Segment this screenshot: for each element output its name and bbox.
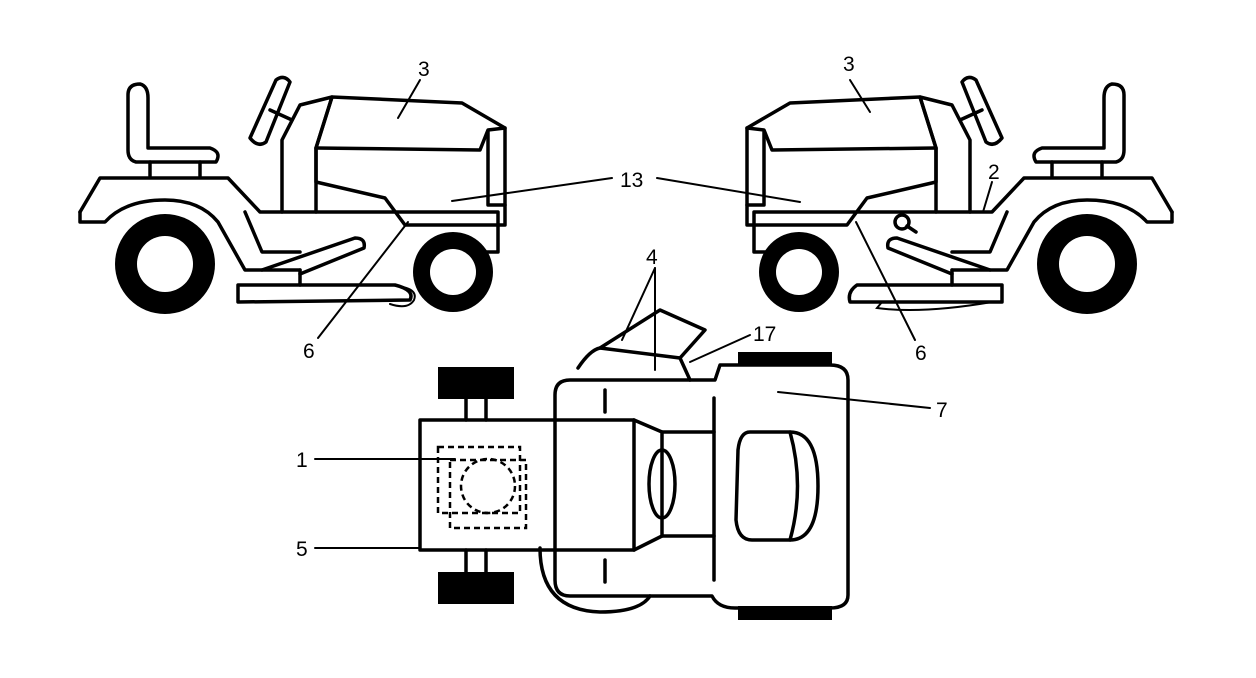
hood-crease-right	[745, 126, 938, 152]
fender-right	[950, 198, 1174, 272]
leader-4-a	[621, 267, 656, 341]
tractor-top-view	[418, 308, 850, 620]
rear-tire-top-1	[438, 367, 514, 399]
leader-3-left	[397, 79, 421, 119]
discharge-chute-top	[576, 308, 707, 382]
dashed-battery-box	[436, 445, 522, 515]
steering-wheel-left	[248, 75, 292, 146]
ignition-key-right	[893, 213, 911, 231]
ignition-key-stem-right	[905, 224, 918, 234]
grille-left	[486, 130, 507, 207]
label-6-left: 6	[303, 340, 315, 363]
label-7: 7	[936, 399, 948, 422]
label-13: 13	[620, 169, 643, 192]
hood-grille-top	[734, 430, 820, 542]
steering-wheel-right	[960, 75, 1004, 146]
seat-left	[126, 82, 220, 164]
lower-frame-right	[950, 210, 1009, 254]
front-tire-top-1	[738, 352, 832, 366]
deck-skirt-right	[875, 301, 993, 311]
leader-6-right	[855, 221, 916, 341]
body-frame-right	[752, 176, 1174, 254]
leader-13-left	[451, 177, 613, 202]
label-17: 17	[753, 323, 776, 346]
steering-column-right	[958, 108, 984, 122]
hood-right	[745, 95, 938, 227]
leader-2	[982, 181, 993, 213]
dashed-battery-box-2	[448, 458, 528, 530]
label-3-right: 3	[843, 53, 855, 76]
dashed-fuel-cap	[459, 457, 517, 515]
steering-wheel-top	[647, 448, 677, 520]
chute-base-top	[598, 346, 682, 360]
label-6-right: 6	[915, 342, 927, 365]
deck-outline-top	[538, 546, 652, 614]
hood-crease-left	[314, 126, 507, 152]
steering-column-left	[268, 108, 294, 122]
tractor-left-side-view	[78, 75, 507, 314]
rear-tire-top-2	[438, 572, 514, 604]
leader-7	[777, 391, 931, 409]
label-1: 1	[296, 449, 308, 472]
label-3-left: 3	[418, 58, 430, 81]
grille-right	[745, 130, 766, 207]
dash-tower-left	[280, 95, 334, 214]
rear-hub-left	[137, 236, 193, 292]
label-4: 4	[646, 246, 658, 269]
rear-hub-right	[1059, 236, 1115, 292]
fender-left	[78, 198, 302, 272]
leader-lines	[314, 79, 993, 549]
front-hub-right	[776, 249, 822, 295]
mower-deck-left	[236, 283, 413, 304]
dash-tower-right	[918, 95, 972, 214]
leader-6-left	[317, 221, 409, 339]
fender-body-top	[553, 363, 850, 610]
seat-taper-top	[632, 418, 664, 552]
mower-deck-right	[847, 283, 1004, 304]
front-hub-left	[430, 249, 476, 295]
leader-3-right	[849, 79, 871, 113]
body-frame-left	[78, 176, 500, 254]
discharge-chute-left	[379, 284, 416, 308]
callout-labels: 3 3 13 2 6 6 4 17 7 1 5	[296, 53, 1000, 561]
label-5: 5	[296, 538, 308, 561]
lift-lever-right	[885, 236, 992, 276]
lift-lever-left	[260, 236, 367, 276]
label-2: 2	[988, 161, 1000, 184]
tractor-right-side-view	[745, 75, 1174, 314]
hood-left	[314, 95, 507, 227]
leader-13-right	[656, 177, 801, 203]
leader-17	[689, 334, 751, 363]
seat-right	[1032, 82, 1126, 164]
hood-inner-curve-top	[788, 430, 800, 542]
seat-pan-top	[418, 418, 636, 552]
lower-frame-left	[243, 210, 302, 254]
